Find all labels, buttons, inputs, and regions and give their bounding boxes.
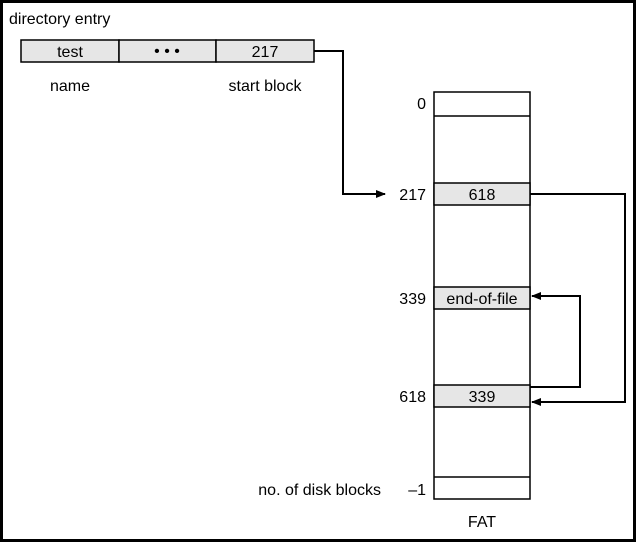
fat-value-618: 339: [469, 389, 496, 406]
directory-entry: test • • • 217 name start block: [20, 39, 315, 95]
fat-cell-339: [433, 286, 531, 310]
arrow-start-to-217: [314, 50, 386, 198]
fat-index-217: 217: [399, 187, 426, 204]
entry-start-value: 217: [252, 44, 279, 61]
fat-label: FAT: [468, 514, 496, 531]
fat-index-last: –1: [408, 482, 426, 499]
fat-cell-618: [433, 384, 531, 408]
fat-index-last-label: no. of disk blocks: [258, 482, 381, 499]
fat-value-217: 618: [469, 187, 496, 204]
fat-index-0: 0: [417, 96, 426, 113]
fat-index-339: 339: [399, 291, 426, 308]
entry-name-value: test: [57, 44, 83, 61]
fat-value-339: end-of-file: [446, 291, 517, 308]
arrow-618-to-339: [530, 292, 581, 388]
arrow-217-to-618: [530, 193, 626, 406]
diagram-title: directory entry: [9, 11, 110, 28]
name-label: name: [50, 78, 90, 95]
start-block-label: start block: [229, 78, 303, 95]
fat-index-618: 618: [399, 389, 426, 406]
entry-ellipsis: • • •: [154, 43, 180, 60]
fat-table: 618 end-of-file 339 0 217 339 618 no. of…: [258, 91, 531, 531]
